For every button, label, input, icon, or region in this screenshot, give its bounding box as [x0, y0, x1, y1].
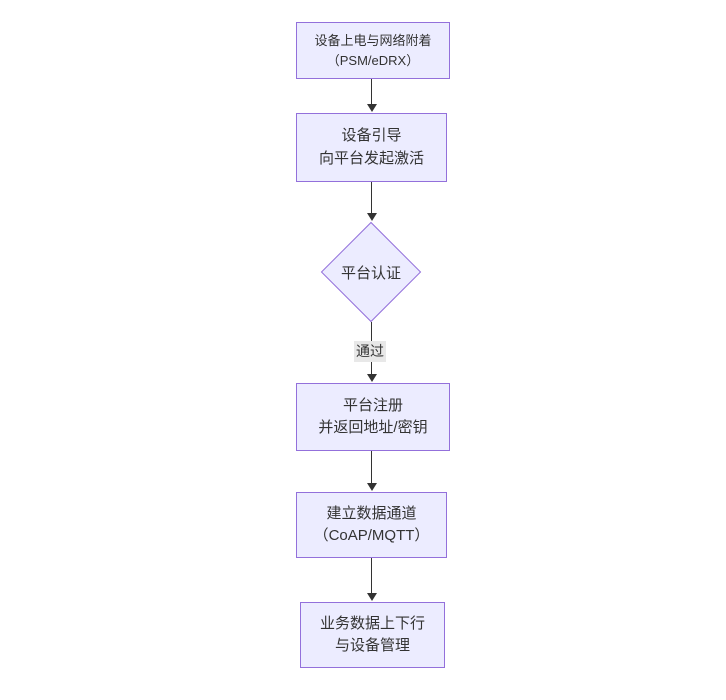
arrowhead-icon [367, 213, 377, 221]
node-label-line: 建立数据通道 [326, 504, 417, 522]
arrowhead-icon [367, 483, 377, 491]
node-label-line: 向平台发起激活 [318, 149, 424, 167]
node-label-line: （CoAP/MQTT） [313, 527, 430, 544]
arrow-line [371, 451, 372, 484]
arrow-line [371, 558, 372, 594]
edge-label-pass: 通过 [354, 341, 386, 362]
arrowhead-icon [367, 374, 377, 382]
arrowhead-icon [367, 593, 377, 601]
flowchart-decision-platform-auth: 平台认证 [320, 221, 422, 323]
flowchart-node-business-data: 业务数据上下行 与设备管理 [300, 602, 445, 668]
arrow-line [371, 182, 372, 214]
flowchart-node-data-channel: 建立数据通道 （CoAP/MQTT） [296, 492, 447, 558]
node-label-line: （PSM/eDRX） [326, 52, 420, 68]
flowchart-node-register: 平台注册 并返回地址/密钥 [296, 383, 450, 451]
node-label-line: 平台认证 [340, 264, 401, 282]
node-label-line: 设备上电与网络附着 [314, 33, 432, 48]
arrowhead-icon [367, 104, 377, 112]
flowchart-node-bootstrap: 设备引导 向平台发起激活 [296, 113, 447, 182]
arrow-line [371, 79, 372, 105]
node-label-line: 设备引导 [341, 127, 402, 144]
node-label-line: 平台注册 [342, 396, 403, 414]
node-label-line: 业务数据上下行 [319, 614, 425, 632]
flowchart-node-power-attach: 设备上电与网络附着 （PSM/eDRX） [296, 22, 450, 79]
node-label-line: 并返回地址/密钥 [318, 419, 428, 436]
node-label-line: 与设备管理 [334, 637, 410, 654]
